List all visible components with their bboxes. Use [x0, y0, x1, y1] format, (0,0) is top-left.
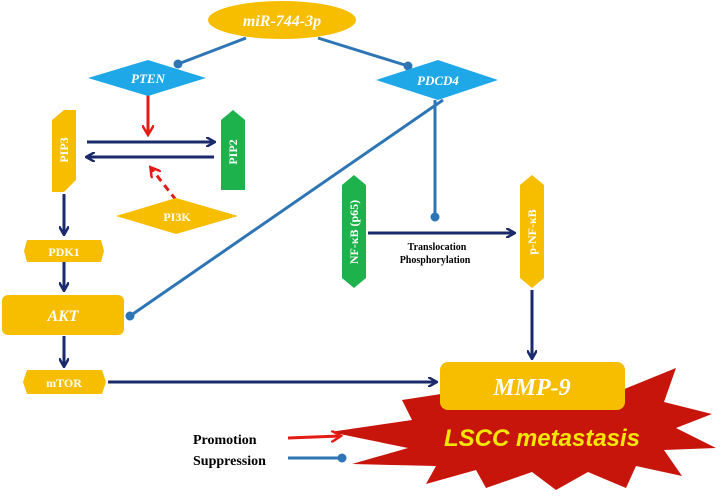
- pten-label: PTEN: [131, 71, 166, 86]
- legend-promotion-label: Promotion: [193, 433, 257, 448]
- connectors: [64, 36, 532, 382]
- akt-box: [2, 295, 124, 335]
- mir-ellipse: [208, 1, 356, 39]
- mmp9-node: MMP-9: [440, 362, 625, 410]
- translocation-label: Translocation: [408, 242, 467, 253]
- pip2-label: PIP2: [226, 139, 240, 164]
- pdcd4-to-akt-suppression: [129, 98, 444, 318]
- mir-to-pten-suppression: [177, 36, 247, 66]
- akt-node: AKT: [2, 295, 124, 335]
- mir-to-pdcd4-suppression: [317, 36, 409, 68]
- mir-node: miR-744-3p: [208, 1, 356, 39]
- pdcd4-node: PDCD4: [376, 60, 498, 100]
- pten-diamond: [88, 60, 206, 96]
- legend-suppression-dot: [337, 453, 347, 463]
- pip2-node: PIP2: [221, 110, 245, 190]
- mtor-node: mTOR: [23, 370, 106, 394]
- pdcd4-diamond: [376, 60, 498, 100]
- akt-label: AKT: [46, 308, 79, 325]
- pdk1-node: PDK1: [24, 240, 104, 262]
- pi3k-node: PI3K: [116, 198, 238, 234]
- pten-suppression-end: [173, 59, 183, 69]
- nfkb-label: NF-κB (p65): [347, 200, 361, 264]
- pdk1-shape: [24, 240, 104, 262]
- phosphorylation-label: Phosphorylation: [400, 255, 471, 266]
- mmp9-label: MMP-9: [492, 375, 570, 401]
- pip3-label: PIP3: [57, 137, 71, 162]
- pi3k-label: PI3K: [163, 210, 191, 224]
- pnfkb-shape: [520, 175, 544, 288]
- pten-node: PTEN: [88, 60, 206, 96]
- mtor-shape: [23, 370, 106, 394]
- nfkb-node: NF-κB (p65): [342, 175, 366, 288]
- mtor-label: mTOR: [46, 376, 82, 390]
- pdcd4-label: PDCD4: [417, 73, 459, 88]
- pip2-shape: [221, 110, 245, 190]
- mir-label: miR-744-3p: [243, 13, 321, 30]
- pi3k-promotion-arrow: [151, 168, 178, 201]
- akt-suppression-end: [125, 311, 135, 321]
- pdk1-label: PDK1: [48, 245, 79, 259]
- pi3k-diamond: [116, 198, 238, 234]
- pip3-shape: [52, 110, 76, 192]
- lscc-label: LSCC metastasis: [444, 425, 640, 452]
- pdcd4-suppression-end: [403, 61, 413, 71]
- pip3-node: PIP3: [52, 110, 76, 192]
- nfkb-shape: [342, 175, 366, 288]
- pnfkb-label: p-NF-κB: [525, 209, 539, 254]
- pnfkb-node: p-NF-κB: [520, 175, 544, 288]
- mmp9-box: [440, 362, 625, 410]
- legend-promotion-arrow: [287, 436, 340, 438]
- legend: Promotion Suppression: [193, 433, 347, 469]
- translocation-suppression-end: [430, 212, 440, 222]
- legend-suppression-label: Suppression: [193, 454, 266, 469]
